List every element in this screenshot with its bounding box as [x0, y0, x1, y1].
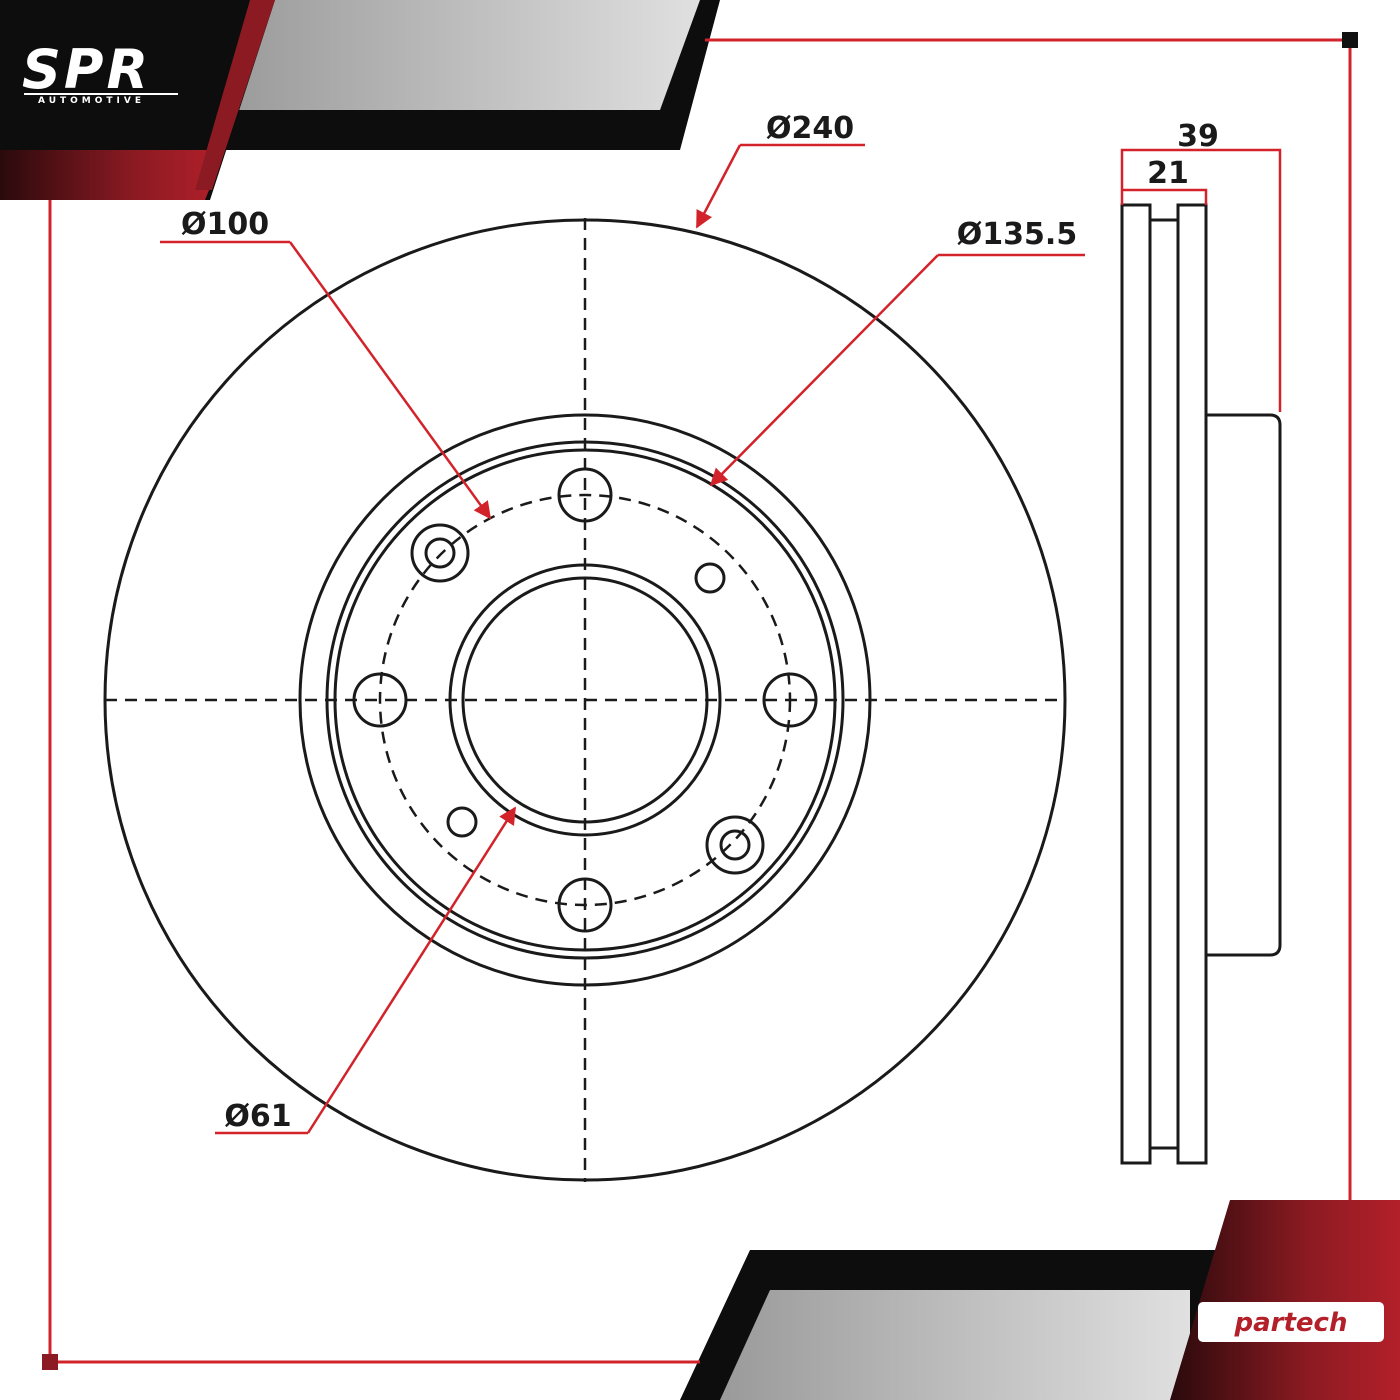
- banner-red-accent: [0, 150, 225, 200]
- bolt-hole-left: [352, 672, 408, 728]
- dim-label-outer-diameter: Ø240: [766, 111, 854, 146]
- bottom-grey-band: [720, 1290, 1190, 1400]
- dim-label-total-height: 39: [1177, 119, 1219, 154]
- bolt-hole-right: [762, 672, 818, 728]
- spr-logo: SPR AUTOMOTIVE: [22, 38, 178, 106]
- partech-logo: partech: [1198, 1302, 1384, 1342]
- frame-corner-top-right: [1342, 32, 1358, 48]
- thickness-21-bracket: [1122, 188, 1208, 205]
- locating-hole-lower-right-outer: [705, 815, 765, 875]
- locating-hole-lower-right-inner: [719, 829, 751, 861]
- dim-label-hat-diameter: Ø135.5: [957, 217, 1077, 252]
- locating-hole-upper-left-inner: [424, 537, 456, 569]
- banner-red-stripe: [195, 0, 275, 190]
- side-view-outer-plate: [1176, 203, 1208, 1165]
- partech-block: [1170, 1200, 1400, 1400]
- top-banner: [0, 0, 720, 200]
- height-39-bracket: [1120, 148, 1282, 412]
- partech-logo-text: partech: [1234, 1308, 1348, 1338]
- disc-front-view: [103, 218, 1067, 1182]
- bottom-banner: [680, 1200, 1400, 1400]
- frame-corner-bottom-left: [42, 1354, 58, 1370]
- bolt-hole-top: [557, 467, 613, 523]
- dim-label-bolt-circle: Ø100: [181, 207, 269, 242]
- side-view-inner-plate: [1120, 203, 1152, 1165]
- dim-label-center-bore: Ø61: [224, 1099, 291, 1134]
- leader-100-arrow: [288, 241, 492, 520]
- dimension-leaders: [160, 143, 1282, 1135]
- leader-135-arrow: [709, 254, 939, 487]
- banner-grey-band: [225, 0, 700, 110]
- spr-logo-text: SPR: [22, 38, 151, 101]
- dim-label-thickness: 21: [1147, 156, 1189, 191]
- small-hole-lower-left: [446, 806, 478, 838]
- red-frame: [48, 38, 1352, 1364]
- locating-hole-upper-left-outer: [410, 523, 470, 583]
- leader-61-arrow: [306, 806, 517, 1134]
- partech-logo-bg: [1198, 1302, 1384, 1342]
- disc-side-view: [1120, 203, 1282, 1165]
- bolt-hole-bottom: [557, 877, 613, 933]
- small-hole-upper-right: [694, 562, 726, 594]
- leader-240-arrow: [695, 144, 742, 229]
- spr-logo-subtitle: AUTOMOTIVE: [38, 96, 145, 106]
- side-view-hat: [1206, 413, 1282, 957]
